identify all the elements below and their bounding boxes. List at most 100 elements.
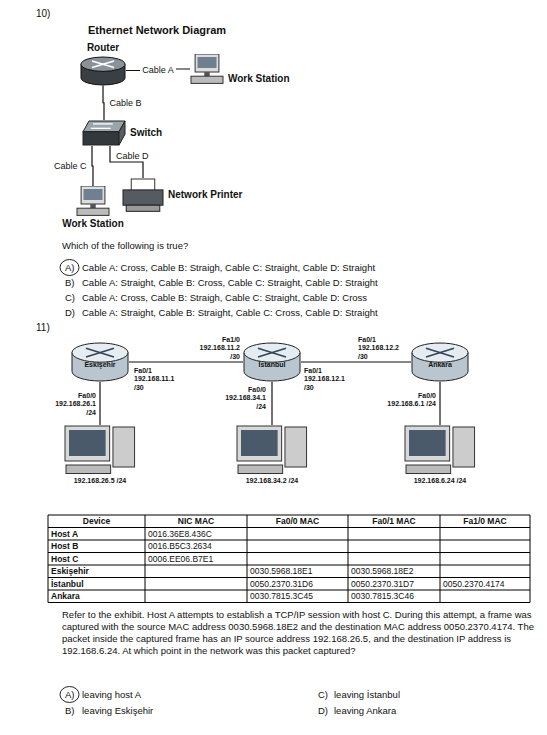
router: Eskişehir: [71, 342, 129, 382]
table-cell: Device: [51, 515, 142, 528]
cable-label: Cable C: [52, 161, 89, 171]
switch-top: [83, 121, 125, 132]
option-letter: C): [318, 689, 328, 700]
node-label: Router: [87, 42, 119, 54]
router: İstanbul: [243, 342, 301, 382]
table-cell: Ankara: [51, 590, 142, 603]
option-text: Cable A: Straight, Cable B: Straight, Ca…: [82, 307, 378, 318]
interface-label: Fa0/1 192.168.12.1 /30: [304, 367, 356, 392]
switch-icon: [82, 120, 126, 146]
router: Ankara: [411, 342, 469, 382]
table-cell: 0030.7815.3C46: [351, 590, 437, 603]
question-text: Which of the following is true?: [62, 240, 188, 251]
ws-icon: [190, 54, 224, 84]
stand: [204, 72, 209, 76]
table-grid: [48, 515, 530, 603]
option-text: leaving host A: [82, 689, 141, 700]
grid-line: [145, 515, 146, 603]
option-letter: A): [65, 262, 75, 273]
option-letter: A): [65, 689, 75, 700]
table-cell: Host A: [51, 528, 142, 541]
tower: [453, 427, 475, 467]
node-label: Work Station: [228, 73, 289, 85]
grid-line: [48, 590, 530, 591]
option-text: leaving Eskişehir: [82, 705, 153, 716]
screen: [241, 430, 278, 456]
switch-arrow: [93, 123, 113, 124]
option-letter: D): [65, 307, 75, 318]
keyboard: [191, 76, 223, 83]
printer-body: [123, 190, 163, 205]
network-link: [99, 382, 100, 425]
option-letter: B): [65, 705, 75, 716]
table-cell: İstanbul: [51, 578, 142, 591]
node-label: İstanbul: [243, 361, 301, 369]
network-link: [439, 382, 440, 425]
screen: [83, 189, 102, 200]
question-number: 10): [36, 8, 50, 20]
network-printer: Network Printer: [122, 178, 242, 212]
option-letter: C): [65, 292, 75, 303]
router-icon: [80, 56, 126, 86]
grid-line: [530, 515, 531, 603]
printer-icon: [122, 178, 164, 212]
node-label: Switch: [130, 127, 162, 139]
option-letter: D): [318, 705, 328, 716]
table-cell: Fa1/0 MAC: [443, 515, 527, 528]
interface-label: Fa1/0 192.168.11.2 /30: [188, 336, 240, 361]
table-cell: 0030.7815.3C45: [250, 590, 345, 603]
host-pc: 192.168.6.24 /24: [404, 425, 476, 485]
grid-line: [440, 515, 441, 603]
table-cell: 0030.5968.18E2: [351, 565, 437, 578]
option-text: Cable A: Straight, Cable B: Cross, Cable…: [82, 277, 378, 288]
tower: [285, 427, 307, 467]
cable-line: [103, 86, 104, 121]
answer-circle: [60, 687, 79, 703]
cable-label: Cable D: [114, 151, 151, 161]
grid-line: [48, 515, 530, 516]
monitor: [81, 186, 105, 204]
monitor: [195, 54, 219, 72]
printer-tray: [126, 205, 160, 211]
pc-icon: [236, 425, 308, 475]
network-link: [301, 361, 411, 362]
table-cell: 0016.36E8.436C: [148, 528, 244, 541]
table-cell: 0050.2370.31D6: [250, 578, 345, 591]
grid-line: [348, 515, 349, 603]
screen: [409, 430, 446, 456]
option-text: Cable A: Cross, Cable B: Straigh, Cable …: [82, 262, 375, 273]
work-station: Work Station: [62, 186, 123, 230]
table-cell: Host B: [51, 540, 142, 553]
table-cell: 0006.EE06.B7E1: [148, 553, 244, 566]
router-top: [244, 343, 300, 362]
router-arrow: [86, 348, 114, 357]
network-link: [271, 382, 272, 425]
grid-line: [48, 565, 530, 566]
option-text: leaving İstanbul: [334, 689, 400, 700]
grid-line: [247, 515, 248, 603]
cable-label: Cable B: [108, 98, 144, 108]
switch-side: [119, 121, 125, 145]
pc-icon: [64, 425, 136, 475]
option-letter: B): [65, 277, 75, 288]
keyboard: [406, 465, 451, 474]
grid-line: [48, 515, 49, 603]
host-pc: 192.168.26.5 /24: [64, 425, 136, 485]
interface-label: Fa0/0 192.168.6.1 /24: [384, 392, 436, 409]
option-text: leaving Ankara: [334, 705, 396, 716]
question-number: 11): [36, 322, 50, 334]
option-text: Cable A: Cross, Cable B: Straigh, Cable …: [82, 292, 367, 303]
screen: [69, 430, 106, 456]
interface-label: Fa0/1 192.168.11.1 /30: [134, 367, 186, 392]
router-arrow: [426, 348, 454, 357]
question-text: Refer to the exhibit. Host A attempts to…: [62, 609, 534, 657]
stand: [90, 204, 95, 208]
router-arrow: [258, 348, 286, 357]
monitor: [65, 426, 110, 461]
pc-icon: [404, 425, 476, 475]
router: Router: [80, 42, 126, 86]
router-arrow: [426, 348, 454, 357]
table-cell: Host C: [51, 553, 142, 566]
